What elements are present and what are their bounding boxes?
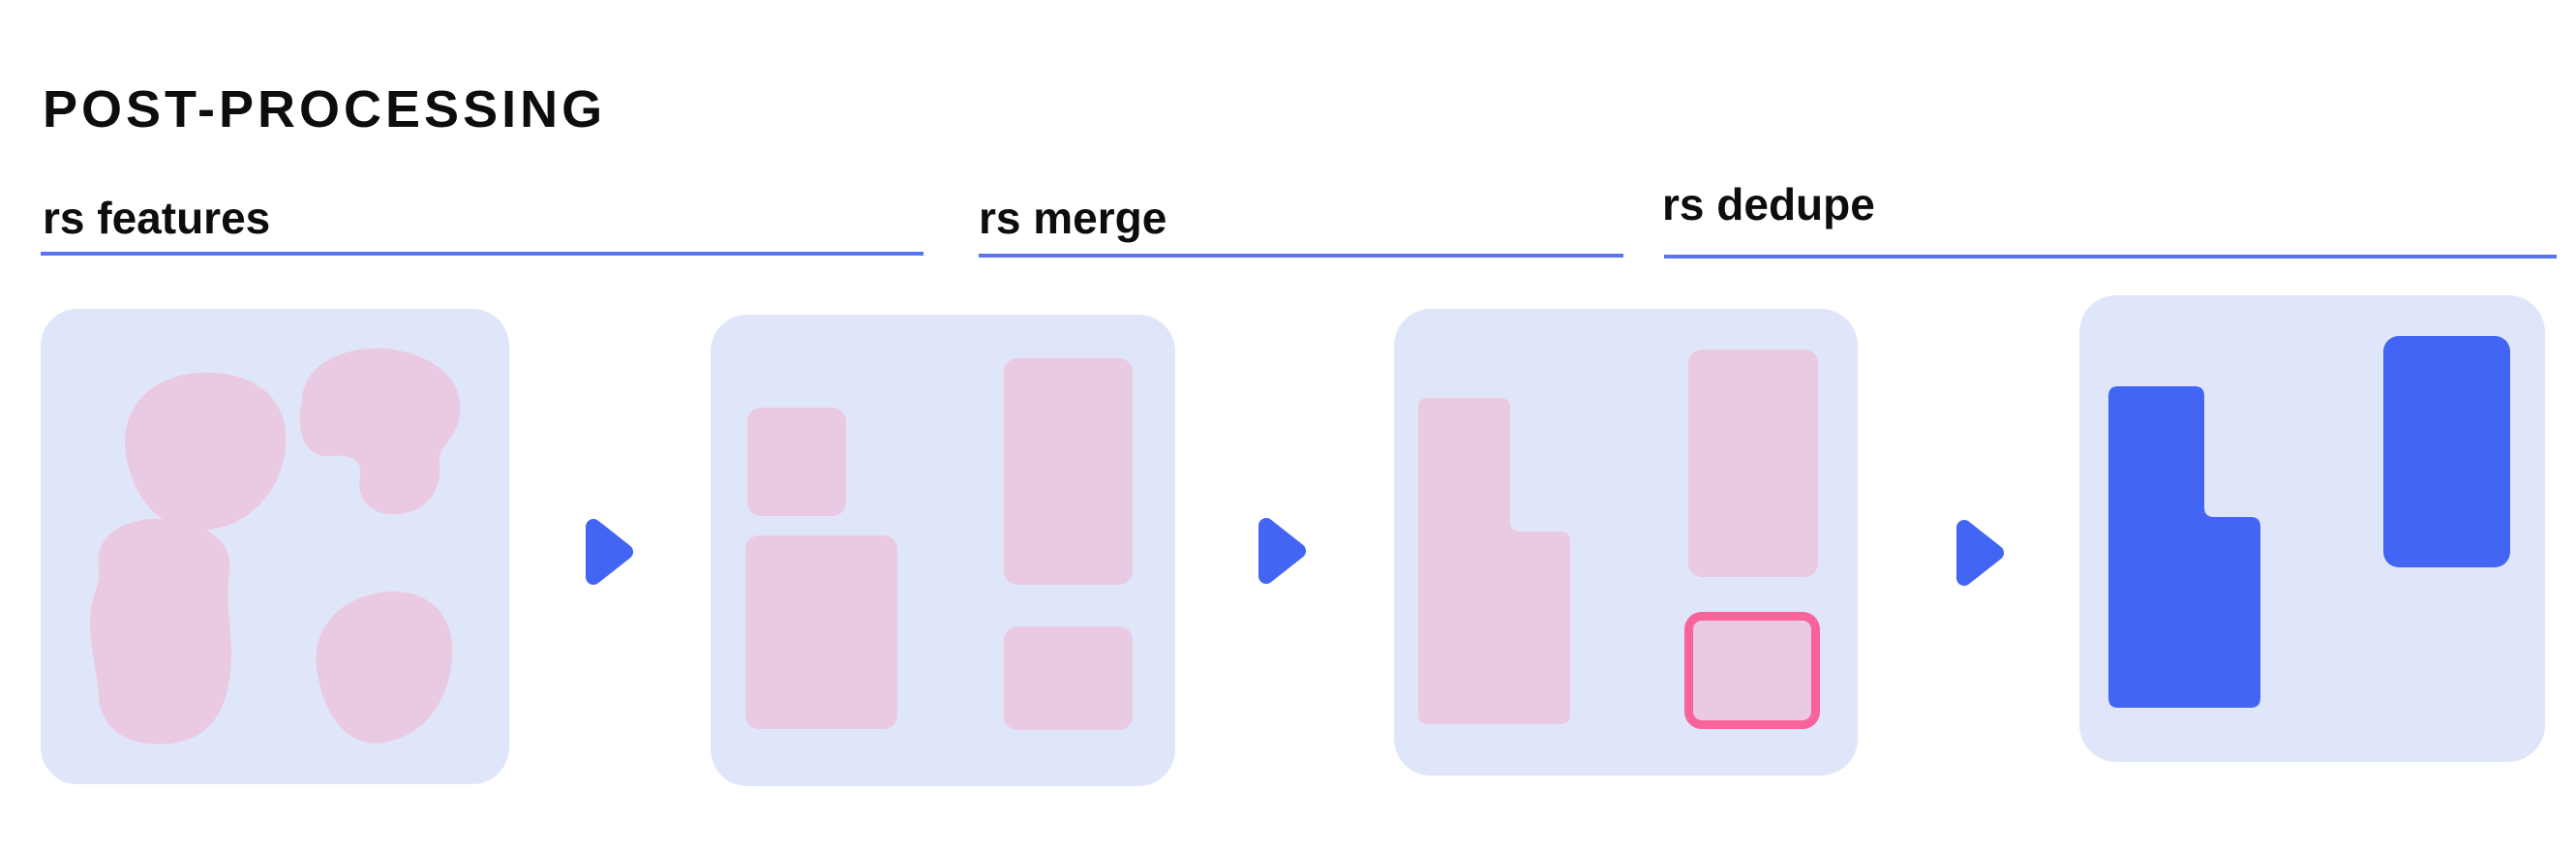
region-rect-tall-top-right-final xyxy=(2383,336,2510,567)
arrow-right-icon xyxy=(1956,520,2004,586)
step-underline-rs-features xyxy=(41,252,924,256)
blob-bottom-right xyxy=(316,591,453,744)
blob-top-left xyxy=(125,372,287,531)
feature-blobs xyxy=(90,348,461,745)
arrow-right-icon xyxy=(586,519,633,585)
panel-merged-rects xyxy=(1394,309,1858,776)
region-rect-small-bottom-right xyxy=(1004,626,1133,730)
duplicate-highlight-rect xyxy=(1684,612,1820,729)
panel-features-input xyxy=(41,309,509,784)
page-title: POST-PROCESSING xyxy=(43,80,607,139)
blob-top-right xyxy=(299,348,461,515)
region-rect-tall-top-right xyxy=(1004,358,1133,585)
l-shape-region xyxy=(1418,398,1570,724)
step-underline-rs-dedupe xyxy=(1664,255,2557,259)
panel-feature-rects xyxy=(711,315,1175,786)
step-label-rs-features: rs features xyxy=(43,193,271,243)
region-rect-small-top-left xyxy=(747,408,846,516)
region-rect-tall-top-right xyxy=(1688,350,1818,577)
step-label-rs-merge: rs merge xyxy=(979,193,1167,243)
blob-bottom-left xyxy=(90,518,232,745)
step-underline-rs-merge xyxy=(979,254,1623,258)
panel-final-result xyxy=(2079,295,2545,762)
arrow-right-icon xyxy=(1258,518,1306,584)
final-l-shape xyxy=(2108,386,2260,708)
merged-l-shape xyxy=(1418,398,1570,724)
l-shape-region-final xyxy=(2108,386,2260,708)
region-rect-large-bottom-left xyxy=(745,535,897,729)
step-label-rs-dedupe: rs dedupe xyxy=(1662,179,1875,229)
